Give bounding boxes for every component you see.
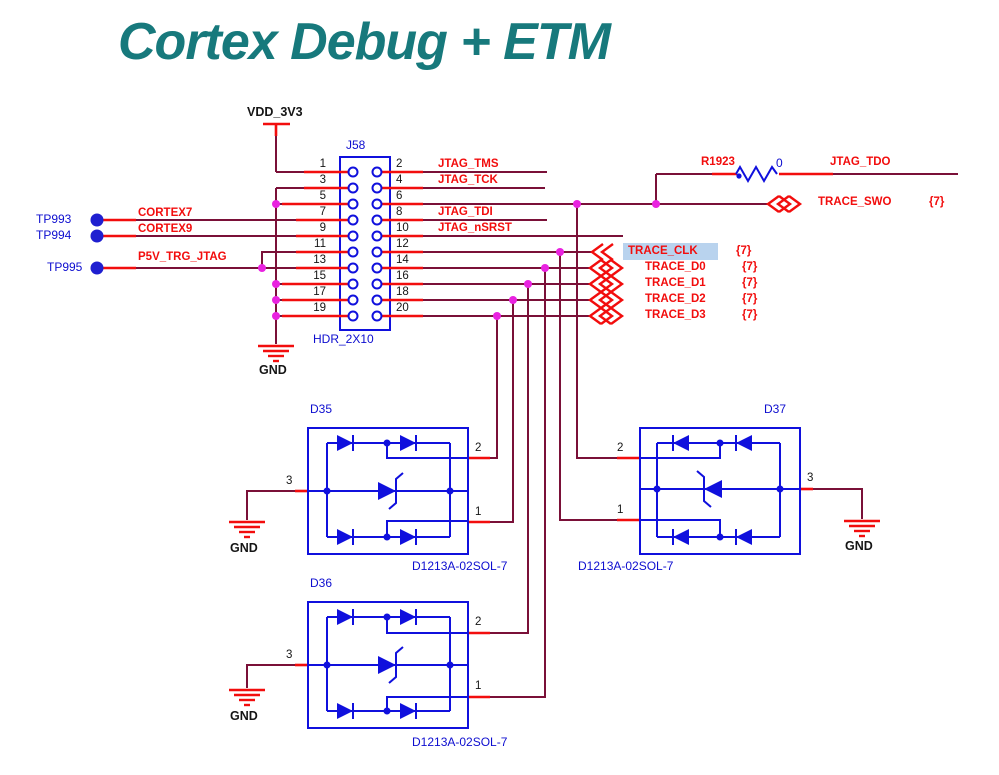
testpoint-tp993-label[interactable]: TP993: [36, 212, 72, 226]
diode-d37-pin1: 1: [617, 504, 624, 516]
diode-d35-pin3: 3: [286, 475, 293, 487]
gnd-label-d37[interactable]: GND: [845, 539, 873, 553]
sheet-title: Cortex Debug + ETM: [118, 13, 611, 71]
pin-number-3: 3: [319, 174, 326, 186]
pin-number-8: 8: [396, 206, 403, 218]
diode-d37-symbol[interactable]: [639, 427, 801, 555]
diode-d37-pin3: 3: [807, 472, 814, 484]
diode-d35-pin2: 2: [475, 442, 482, 454]
diode-d37-designator[interactable]: D37: [764, 402, 787, 416]
gnd-symbol-d35[interactable]: [229, 520, 265, 539]
net-label-cortex9[interactable]: CORTEX9: [138, 223, 193, 235]
diode-d35-gnd-wire: [246, 489, 308, 520]
junction-dots: [258, 200, 660, 320]
resistor-r1923-net: [655, 172, 958, 204]
diode-d35-part[interactable]: D1213A-02SOL-7: [412, 559, 508, 573]
port-trace-clk-icon[interactable]: [589, 243, 614, 261]
gnd-label-d35[interactable]: GND: [230, 541, 258, 555]
net-label-p5v-trg-jtag[interactable]: P5V_TRG_JTAG: [138, 251, 227, 263]
resistor-designator[interactable]: R1923: [701, 156, 735, 168]
net-label-jtag-tdi[interactable]: JTAG_TDI: [438, 206, 493, 218]
diode-d36-pin2: 2: [475, 616, 482, 628]
port-label-trace-d3[interactable]: TRACE_D3: [645, 309, 706, 321]
port-trace-d0-icon[interactable]: [587, 259, 625, 277]
diode-d36-symbol[interactable]: [307, 601, 469, 729]
pin-number-12: 12: [396, 238, 409, 250]
port-label-trace-d1[interactable]: TRACE_D1: [645, 277, 706, 289]
gnd-label-header[interactable]: GND: [259, 363, 287, 377]
pin-number-19: 19: [313, 302, 326, 314]
trace-clk-selection-highlight: [623, 243, 718, 260]
gnd-symbol-d36[interactable]: [229, 688, 265, 707]
diode-d36-part[interactable]: D1213A-02SOL-7: [412, 735, 508, 749]
pin-number-4: 4: [396, 174, 403, 186]
testpoint-tp995-dot[interactable]: [90, 261, 104, 275]
trace-vertical-wires: [468, 204, 640, 699]
header-footprint[interactable]: HDR_2X10: [313, 332, 374, 346]
diode-d36-pin3: 3: [286, 649, 293, 661]
pin-number-14: 14: [396, 254, 409, 266]
diode-d36-designator[interactable]: D36: [310, 576, 333, 590]
pin-number-17: 17: [313, 286, 326, 298]
pin-number-18: 18: [396, 286, 409, 298]
net-label-jtag-tdo[interactable]: JTAG_TDO: [830, 156, 891, 168]
pin-number-15: 15: [313, 270, 326, 282]
port-ref-trace-d1: {7}: [742, 277, 758, 289]
port-trace-d3-icon[interactable]: [587, 307, 625, 325]
pin-number-11: 11: [314, 238, 326, 250]
port-ref-trace-swo: {7}: [929, 196, 945, 208]
testpoint-tp994-label[interactable]: TP994: [36, 228, 72, 242]
pin-number-20: 20: [396, 302, 409, 314]
port-ref-trace-clk: {7}: [736, 245, 752, 257]
header-designator[interactable]: J58: [346, 138, 366, 152]
diode-d36-pin1: 1: [475, 680, 482, 692]
resistor-r1923-symbol[interactable]: [735, 164, 778, 184]
vdd-symbol[interactable]: [263, 122, 290, 136]
pin-number-5: 5: [319, 190, 326, 202]
diode-d37-part[interactable]: D1213A-02SOL-7: [578, 559, 674, 573]
gnd-label-d36[interactable]: GND: [230, 709, 258, 723]
port-label-trace-d0[interactable]: TRACE_D0: [645, 261, 706, 273]
testpoint-wires: [103, 218, 304, 270]
signal-wires-right: [423, 171, 768, 317]
pin-number-10: 10: [396, 222, 409, 234]
port-ref-trace-d0: {7}: [742, 261, 758, 273]
port-label-trace-clk[interactable]: TRACE_CLK: [628, 245, 698, 257]
net-label-jtag-tms[interactable]: JTAG_TMS: [438, 158, 499, 170]
net-label-cortex7[interactable]: CORTEX7: [138, 207, 193, 219]
diode-d35-designator[interactable]: D35: [310, 402, 333, 416]
testpoint-tp993-dot[interactable]: [90, 213, 104, 227]
pin-number-16: 16: [396, 270, 409, 282]
pin-number-13: 13: [313, 254, 326, 266]
diode-d37-pin2: 2: [617, 442, 624, 454]
gnd-symbol-d37[interactable]: [844, 519, 880, 538]
pin-number-2: 2: [396, 158, 403, 170]
net-label-jtag-tck[interactable]: JTAG_TCK: [438, 174, 498, 186]
vdd-label[interactable]: VDD_3V3: [247, 105, 303, 119]
diode-d37-gnd-wire: [800, 487, 863, 519]
port-trace-d2-icon[interactable]: [587, 291, 625, 309]
port-ref-trace-d2: {7}: [742, 293, 758, 305]
header-j58-symbol[interactable]: [282, 156, 423, 331]
pin-number-1: 1: [319, 158, 326, 170]
port-trace-d1-icon[interactable]: [587, 275, 625, 293]
resistor-value[interactable]: 0: [776, 156, 783, 170]
testpoint-tp995-label[interactable]: TP995: [47, 260, 83, 274]
diode-d35-pin1: 1: [475, 506, 482, 518]
port-label-trace-swo[interactable]: TRACE_SWO: [818, 196, 892, 208]
testpoint-tp994-dot[interactable]: [90, 229, 104, 243]
pin-number-9: 9: [319, 222, 326, 234]
net-label-jtag-nsrst[interactable]: JTAG_nSRST: [438, 222, 512, 234]
port-label-trace-d2[interactable]: TRACE_D2: [645, 293, 706, 305]
port-ref-trace-d3: {7}: [742, 309, 758, 321]
port-trace-swo-icon[interactable]: [765, 195, 803, 213]
pin-number-6: 6: [396, 190, 403, 202]
gnd-symbol-header[interactable]: [258, 344, 294, 363]
diode-d35-symbol[interactable]: [307, 427, 469, 555]
diode-d36-gnd-wire: [246, 663, 308, 688]
pin-number-7: 7: [319, 206, 326, 218]
